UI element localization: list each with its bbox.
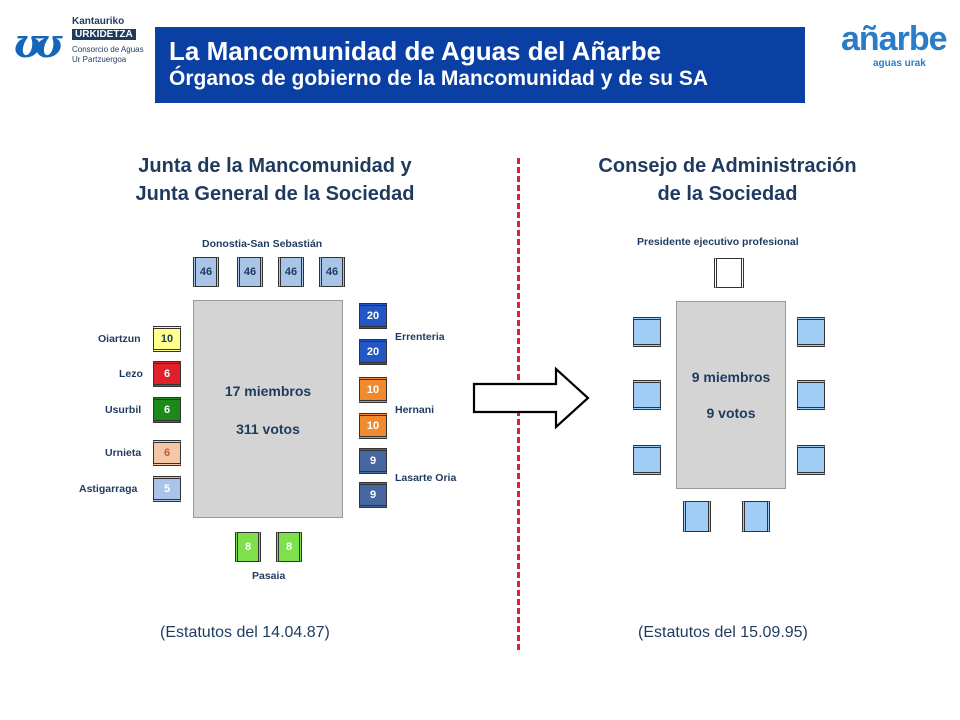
seat-oiartzun: 10	[153, 326, 181, 352]
seat-president	[714, 258, 744, 288]
page-title: La Mancomunidad de Aguas del Añarbe	[169, 36, 662, 66]
seat-donostia: 46	[193, 257, 219, 287]
seat-lasarte: 9	[359, 482, 387, 508]
anarbe-logo-word: añarbe	[841, 20, 947, 58]
label-lasarte: Lasarte Oria	[395, 472, 457, 484]
consejo-votes: 9 votos	[706, 405, 756, 421]
consejo-members: 9 miembros	[691, 369, 771, 385]
seat-consejo	[633, 380, 661, 410]
logo-line-1: Kantauriko	[72, 16, 125, 27]
seat-pasaia: 8	[235, 532, 261, 562]
label-pasaia: Pasaia	[252, 570, 286, 582]
seat-lasarte: 9	[359, 448, 387, 474]
logo-line-3: Consorcio de Aguas	[72, 45, 144, 54]
label-donostia: Donostia-San Sebastián	[202, 238, 323, 250]
seat-astigarraga: 5	[153, 476, 181, 502]
seat-donostia: 46	[237, 257, 263, 287]
label-astigarraga: Astigarraga	[79, 483, 138, 495]
seat-donostia: 46	[278, 257, 304, 287]
right-heading-line-1: Consejo de Administración	[598, 155, 857, 177]
seat-errenteria: 20	[359, 339, 387, 365]
seat-urnieta: 6	[153, 440, 181, 466]
seat-errenteria: 20	[359, 303, 387, 329]
junta-members: 17 miembros	[224, 383, 312, 399]
urkidetza-logo: ʊʊ Kantauriko URKIDETZA Consorcio de Agu…	[14, 16, 144, 74]
seat-consejo	[742, 501, 770, 532]
seat-consejo	[683, 501, 711, 532]
junta-votes: 311 votos	[236, 421, 300, 437]
seat-pasaia: 8	[276, 532, 302, 562]
seat-hernani: 10	[359, 413, 387, 439]
page-subtitle: Órganos de gobierno de la Mancomunidad y…	[169, 67, 709, 90]
seat-consejo	[633, 317, 661, 347]
left-heading: Junta de la Mancomunidad y Junta General…	[70, 152, 480, 208]
seat-donostia: 46	[319, 257, 345, 287]
left-statutes: (Estatutos del 14.04.87)	[160, 624, 330, 641]
left-heading-line-1: Junta de la Mancomunidad y	[138, 155, 412, 177]
right-heading-line-2: de la Sociedad	[657, 183, 798, 205]
label-errenteria: Errenteria	[395, 331, 445, 343]
urkidetza-logo-icon: ʊʊ	[14, 20, 62, 67]
logo-caption: Consorcio de Aguas Ur Partzuergoa	[72, 45, 152, 65]
left-heading-line-2: Junta General de la Sociedad	[135, 183, 415, 205]
seat-consejo	[797, 380, 825, 410]
label-president: Presidente ejecutivo profesional	[637, 236, 799, 248]
logo-line-2: URKIDETZA	[72, 29, 136, 40]
junta-table	[193, 300, 343, 518]
right-statutes: (Estatutos del 15.09.95)	[638, 624, 808, 641]
anarbe-logo: añarbe aguas urak	[835, 20, 950, 75]
label-usurbil: Usurbil	[105, 404, 142, 416]
seat-consejo	[797, 317, 825, 347]
title-banner: La Mancomunidad de Aguas del Añarbe Órga…	[155, 27, 805, 103]
label-oiartzun: Oiartzun	[98, 333, 141, 345]
logo-line-4: Ur Partzuergoa	[72, 55, 127, 64]
consejo-table	[676, 301, 786, 489]
label-hernani: Hernani	[395, 404, 435, 416]
seat-consejo	[633, 445, 661, 475]
label-lezo: Lezo	[119, 368, 143, 380]
seat-hernani: 10	[359, 377, 387, 403]
right-heading: Consejo de Administración de la Sociedad	[545, 152, 910, 208]
seat-consejo	[797, 445, 825, 475]
seat-lezo: 6	[153, 361, 181, 387]
transition-arrow-icon	[472, 366, 590, 430]
anarbe-logo-tag: aguas urak	[873, 58, 926, 69]
label-urnieta: Urnieta	[105, 447, 142, 459]
seat-usurbil: 6	[153, 397, 181, 423]
